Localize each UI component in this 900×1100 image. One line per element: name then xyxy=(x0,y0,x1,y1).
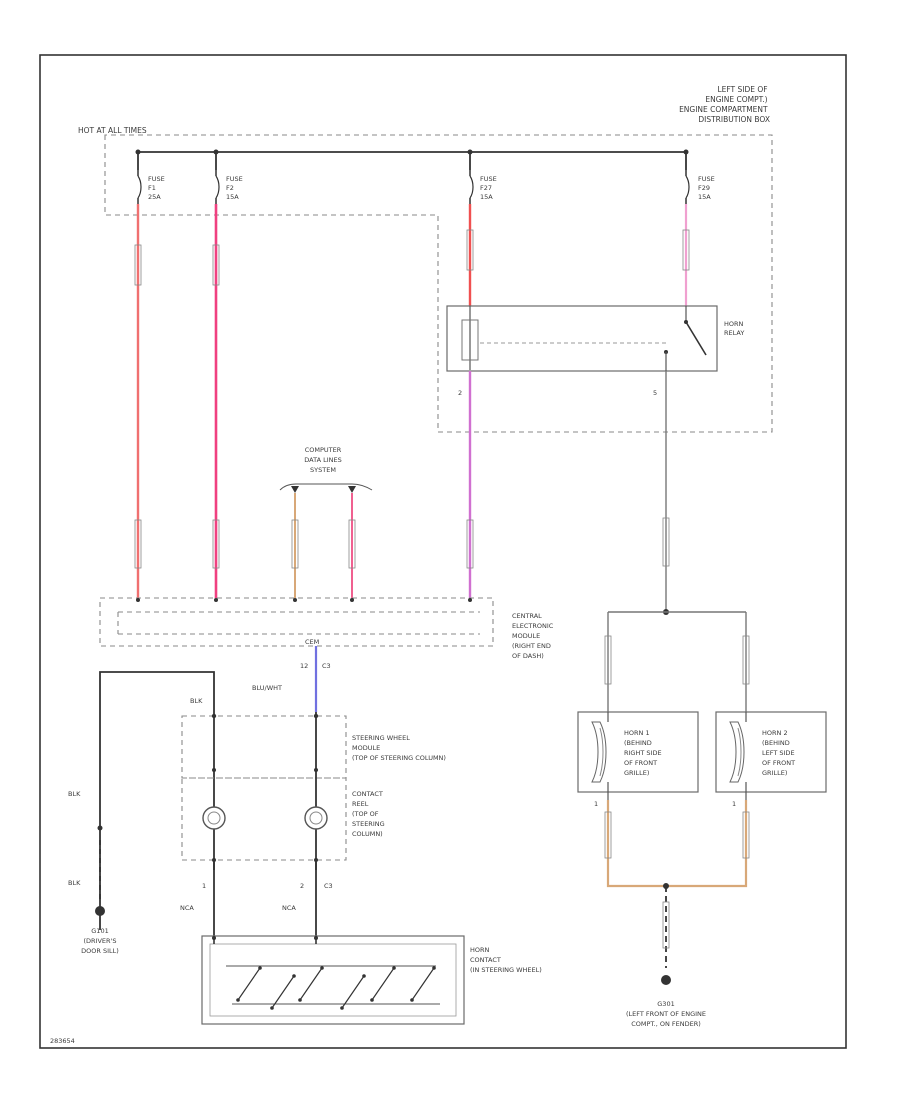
nca-right-label: NCA xyxy=(282,904,296,912)
pin-2-label: 2 xyxy=(300,882,304,890)
relay-pin-5: 5 xyxy=(653,389,657,397)
horn-circuit xyxy=(604,609,750,712)
blk-left-2: BLK xyxy=(68,879,81,887)
wire-f2-label-bottom xyxy=(212,519,220,569)
horn-contact-switch-5 xyxy=(370,966,396,1002)
horn2-pin: 1 xyxy=(732,800,736,808)
distribution-box-label: LEFT SIDE OF ENGINE COMPT.) ENGINE COMPA… xyxy=(679,85,770,124)
diagram-border xyxy=(39,54,847,1049)
wire-f27-label xyxy=(466,229,474,271)
wire-f1-label-bottom xyxy=(134,519,142,569)
wire-relay-violet-label xyxy=(466,519,474,569)
wire-relay-horns-label xyxy=(662,517,670,567)
blk-left-1: BLK xyxy=(68,790,81,798)
cem-tag: CEM xyxy=(305,638,319,646)
wire-horn-ground xyxy=(606,800,748,888)
figure-id: 283654 xyxy=(50,1037,75,1045)
horn-contact-switch-2 xyxy=(270,974,296,1010)
wire-blk-top xyxy=(99,671,215,930)
horn-contact-switch-4 xyxy=(340,974,366,1010)
blu-wht-label: BLU/WHT xyxy=(252,684,282,692)
conn-c3-lower: C3 xyxy=(324,882,333,890)
horn-contact-switch-6 xyxy=(410,966,436,1002)
wire-f29-label xyxy=(682,229,690,271)
wire-f1-label-top xyxy=(134,244,142,286)
horn1-pin: 1 xyxy=(594,800,598,808)
cem-pin-12: 12 xyxy=(300,662,308,670)
distribution-box: HOT AT ALL TIMES LEFT SIDE OF ENGINE COM… xyxy=(78,85,773,433)
horn-contact-switch-1 xyxy=(236,966,262,1002)
nca-left-label: NCA xyxy=(180,904,194,912)
relay-pin-2: 2 xyxy=(458,389,462,397)
horn-contact-switch-3 xyxy=(298,966,324,1002)
cem-conn-c3: C3 xyxy=(322,662,331,670)
blk-top-label: BLK xyxy=(190,697,203,705)
wire-f2-label-top xyxy=(212,244,220,286)
hot-at-all-times-label: HOT AT ALL TIMES xyxy=(78,126,147,135)
pin-1-label: 1 xyxy=(202,882,206,890)
